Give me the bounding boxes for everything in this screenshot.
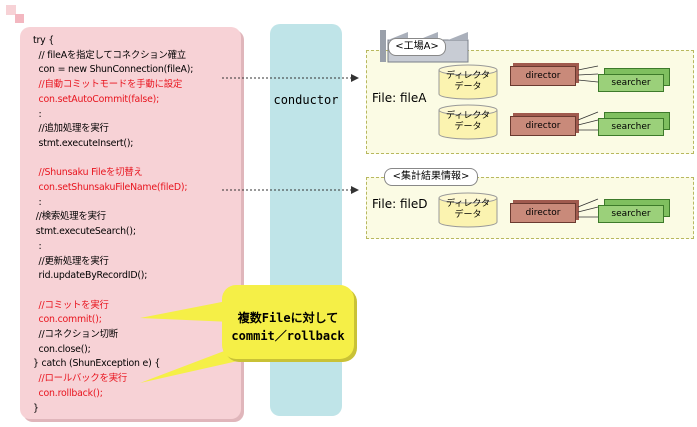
code-line: //ロールバックを実行 <box>33 373 128 385</box>
directory-data-text: データ <box>454 210 482 220</box>
file-d-label: File: fileD <box>372 197 428 211</box>
code-line: con.rollback(); <box>33 387 103 399</box>
code-line: con.commit(); <box>33 314 102 326</box>
factory-tag: <工場A> <box>388 38 446 56</box>
directory-data-label: ディレクタデータ <box>437 71 499 93</box>
code-line: stmt.executeSearch(); <box>33 226 136 238</box>
code-line: : <box>33 196 42 208</box>
code-line: } catch (ShunException e) { <box>33 358 161 370</box>
code-line: try { <box>33 35 55 46</box>
code-line: //自動コミットモードを手動に設定 <box>33 79 183 91</box>
searcher-box: searcher <box>598 118 664 136</box>
code-line: : <box>33 108 42 120</box>
code-line: con.setAutoCommit(false); <box>33 93 160 105</box>
code-line: //コミットを実行 <box>33 299 109 311</box>
code-line: : <box>33 240 42 252</box>
code-line: //検索処理を実行 <box>33 211 106 223</box>
directory-data-text: データ <box>454 122 482 132</box>
callout-line-1: 複数Fileに対して <box>237 311 339 325</box>
directory-data-icon <box>438 104 498 140</box>
directory-data-text: ディレクタ <box>445 71 490 81</box>
code-line: con = new ShunConnection(fileA); <box>33 64 194 76</box>
callout-bubble: 複数Fileに対して commit／rollback <box>222 285 354 359</box>
code-line: //更新処理を実行 <box>33 255 109 267</box>
director-box: director <box>510 203 576 223</box>
code-line: con.setShunsakuFileName(fileD); <box>33 182 188 193</box>
code-line: rid.updateByRecordID(); <box>33 270 148 282</box>
directory-data-label: ディレクタデータ <box>437 111 499 133</box>
file-a-label: File: fileA <box>372 91 427 105</box>
code-line: // fileAを指定してコネクション確立 <box>33 49 187 61</box>
code-line: //コネクション切断 <box>33 329 119 340</box>
code-panel: try { // fileAを指定してコネクション確立 con = new Sh… <box>20 27 241 419</box>
aggregate-tag: <集計結果情報> <box>384 168 478 186</box>
director-box: director <box>510 66 576 86</box>
code-line: //追加処理を実行 <box>33 123 109 135</box>
searcher-box: searcher <box>598 74 664 92</box>
directory-data-text: データ <box>454 82 482 92</box>
director-box: director <box>510 116 576 136</box>
callout-line-2: commit／rollback <box>231 329 345 343</box>
conductor-label: conductor <box>273 93 339 107</box>
searcher-box: searcher <box>598 205 664 223</box>
code-line: //Shunsaku Fileを切替え <box>33 167 143 179</box>
corner-mark-icon <box>6 5 24 23</box>
directory-data-label: ディレクタデータ <box>437 199 499 221</box>
code-line: stmt.executeInsert(); <box>33 137 134 149</box>
directory-data-text: ディレクタ <box>445 199 490 209</box>
directory-data-text: ディレクタ <box>445 111 490 121</box>
code-line: } <box>33 402 39 414</box>
directory-data-icon <box>438 192 498 228</box>
code-line: con.close(); <box>33 343 91 355</box>
directory-data-icon <box>438 64 498 100</box>
